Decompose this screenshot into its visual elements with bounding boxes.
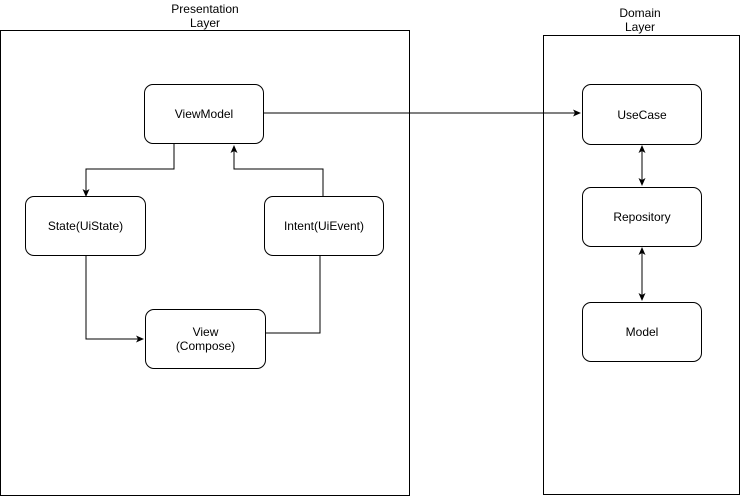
edge-viewmodel-to-state[interactable] [82, 144, 175, 197]
state-label: State(UiState) [47, 219, 124, 233]
presentation-layer-title-line2: Layer [189, 16, 221, 30]
repository-node[interactable]: Repository [582, 187, 702, 247]
usecase-label: UseCase [617, 107, 667, 122]
presentation-layer-title-line1: Presentation [171, 2, 239, 16]
view-label-line2: (Compose) [175, 339, 236, 353]
intent-node[interactable]: Intent(UiEvent) [264, 196, 384, 256]
model-label: Model [625, 325, 659, 339]
viewmodel-node[interactable]: ViewModel [144, 84, 264, 144]
edge-state-to-view[interactable] [85, 256, 144, 343]
view-label-line1: View [192, 325, 219, 339]
state-node[interactable]: State(UiState) [25, 196, 146, 256]
viewmodel-label: ViewModel [174, 107, 234, 121]
domain-layer-title-line1: Domain [619, 6, 661, 20]
intent-label: Intent(UiEvent) [283, 219, 365, 233]
domain-layer-title-line2: Layer [624, 20, 656, 34]
repository-label: Repository [613, 210, 671, 224]
presentation-layer-title: Presentation Layer [150, 2, 260, 30]
edge-view-to-intent[interactable] [266, 256, 321, 334]
usecase-node[interactable]: UseCase [582, 84, 702, 145]
edge-intent-to-viewmodel[interactable] [230, 145, 324, 196]
model-node[interactable]: Model [582, 302, 702, 362]
view-node[interactable]: View (Compose) [145, 309, 266, 369]
domain-layer-title: Domain Layer [600, 6, 680, 34]
